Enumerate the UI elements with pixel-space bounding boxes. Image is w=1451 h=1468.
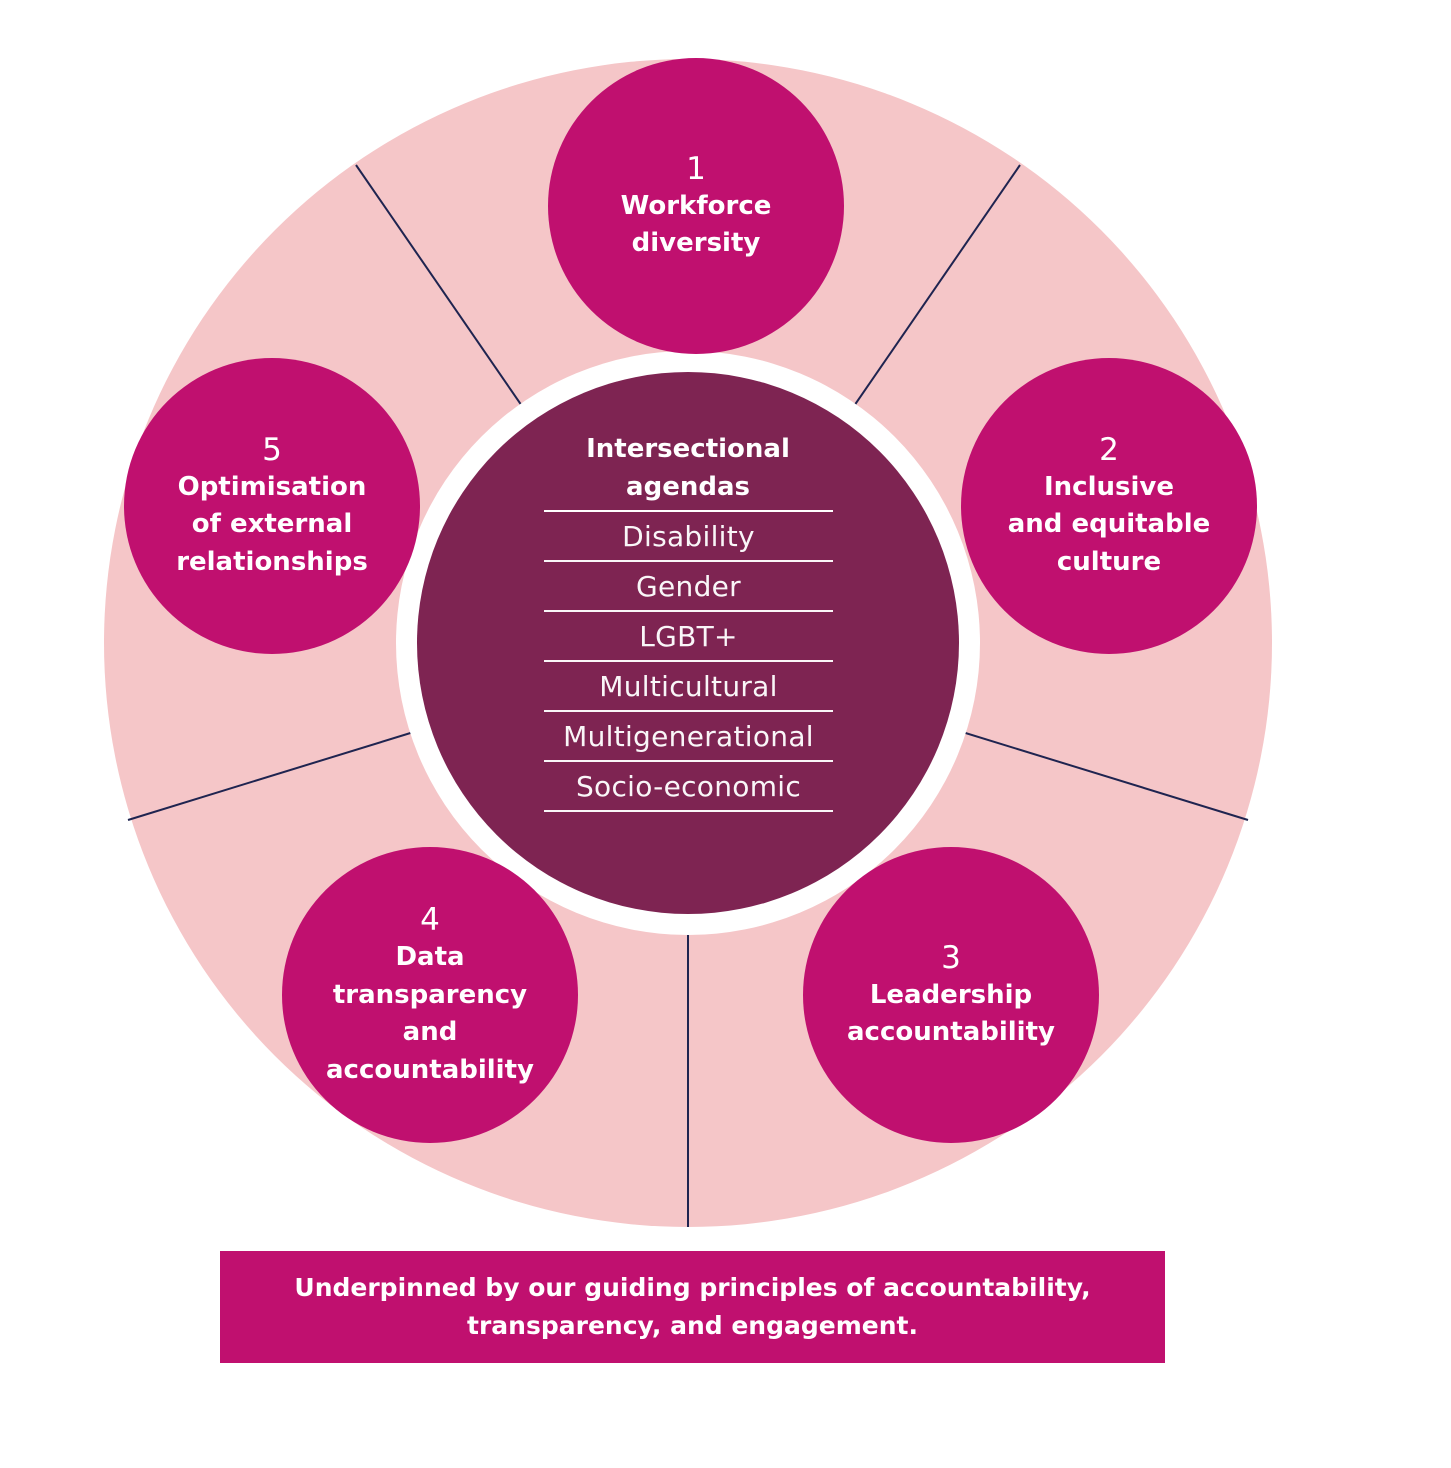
hub-title: Intersectional agendas bbox=[586, 434, 790, 502]
agenda-item: Disability bbox=[544, 512, 833, 562]
agenda-item: Socio-economic bbox=[544, 762, 833, 812]
pillar-label: Optimisation of external relationships bbox=[176, 471, 368, 577]
pillar-number: 4 bbox=[420, 902, 440, 938]
pillar-data-transparency: 4 Data transparency and accountability bbox=[282, 847, 578, 1143]
intersectional-agendas-hub: Intersectional agendas Disability Gender… bbox=[417, 372, 959, 914]
pillar-number: 3 bbox=[941, 939, 961, 976]
agenda-item: Multigenerational bbox=[544, 712, 833, 762]
banner-text: Underpinned by our guiding principles of… bbox=[294, 1273, 1091, 1340]
pillar-label: Inclusive and equitable culture bbox=[1007, 471, 1211, 577]
agenda-item: LGBT+ bbox=[544, 612, 833, 662]
pillar-leadership-accountability: 3 Leadership accountability bbox=[803, 847, 1099, 1143]
pillar-number: 2 bbox=[1099, 431, 1119, 468]
pillar-external-relationships: 5 Optimisation of external relationships bbox=[124, 358, 420, 654]
pillar-number: 5 bbox=[262, 431, 282, 468]
pillar-number: 1 bbox=[686, 150, 706, 187]
divider-line bbox=[945, 726, 1249, 821]
pillar-workforce-diversity: 1 Workforce diversity bbox=[548, 58, 844, 354]
divider-line bbox=[355, 164, 534, 423]
pillar-label: Workforce diversity bbox=[620, 190, 772, 259]
divider-lines bbox=[127, 164, 1249, 1227]
pillar-inclusive-culture: 2 Inclusive and equitable culture bbox=[961, 358, 1257, 654]
divider-line bbox=[127, 726, 431, 821]
divider-line bbox=[842, 164, 1021, 423]
pillar-label: Leadership accountability bbox=[847, 979, 1055, 1048]
agenda-item: Gender bbox=[544, 562, 833, 612]
agenda-item: Multicultural bbox=[544, 662, 833, 712]
pillar-label: Data transparency and accountability bbox=[326, 942, 534, 1085]
guiding-principles-banner: Underpinned by our guiding principles of… bbox=[220, 1251, 1165, 1363]
agenda-list: Disability Gender LGBT+ Multicultural Mu… bbox=[544, 510, 833, 812]
